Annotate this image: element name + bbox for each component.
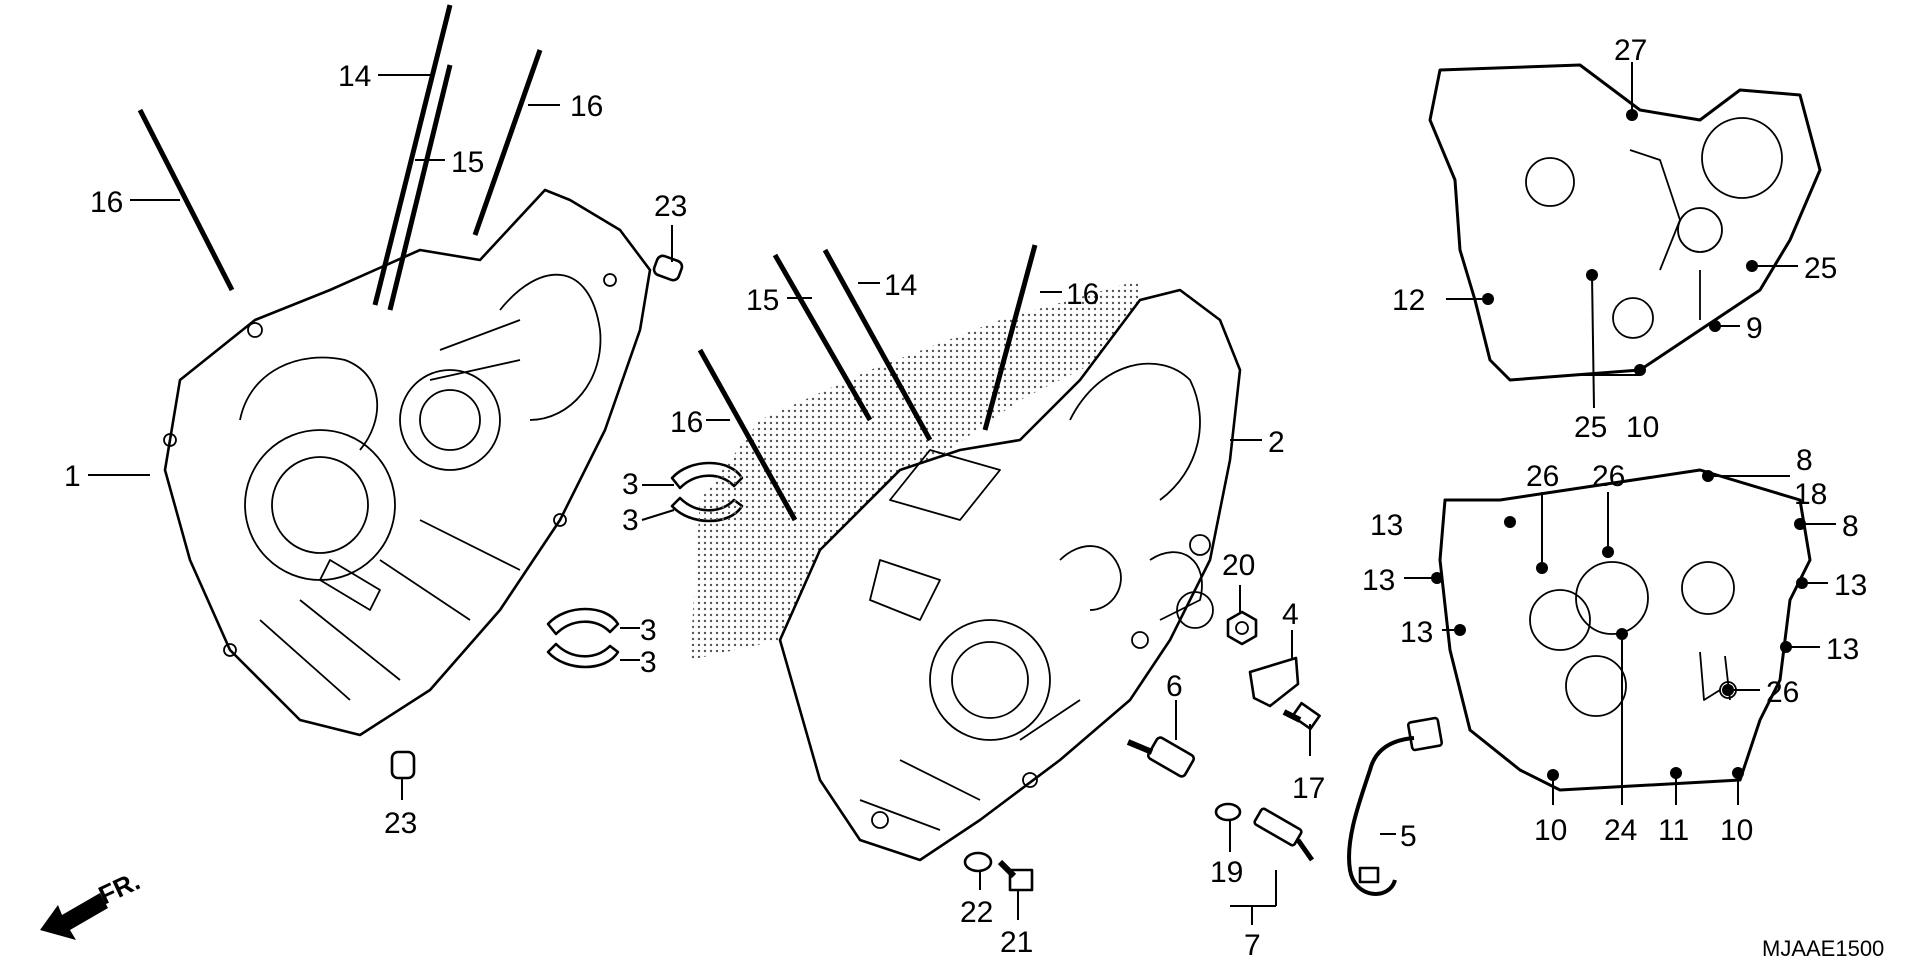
callout-16c: 16 — [1066, 278, 1099, 311]
left-crankcase — [163, 188, 652, 737]
callout-25b: 25 — [1574, 411, 1607, 444]
right-studs — [697, 244, 1038, 522]
callout-3b: 3 — [622, 504, 639, 537]
callout-6: 6 — [1166, 670, 1183, 703]
callout-16d: 16 — [670, 406, 703, 439]
washer-22 — [963, 851, 993, 873]
callout-27: 27 — [1614, 34, 1647, 67]
callout-26c: 26 — [1766, 676, 1799, 709]
bearing-nut-20 — [1226, 610, 1258, 646]
front-direction-indicator: FR. — [40, 866, 145, 940]
bolt-17 — [1282, 701, 1321, 731]
callout-19: 19 — [1210, 856, 1243, 889]
leader-lines — [88, 62, 1836, 925]
callout-13d: 13 — [1400, 616, 1433, 649]
callout-20: 20 — [1222, 549, 1255, 582]
washer-19 — [1214, 802, 1242, 822]
callout-16a: 16 — [570, 90, 603, 123]
callout-8b: 8 — [1842, 510, 1859, 543]
callout-9: 9 — [1746, 312, 1763, 345]
callout-14a: 14 — [338, 60, 371, 93]
callout-8a: 8 — [1796, 444, 1813, 477]
callout-23a: 23 — [654, 190, 687, 223]
callout-13e: 13 — [1826, 633, 1859, 666]
callout-12: 12 — [1392, 284, 1425, 317]
callout-3c: 3 — [640, 614, 657, 647]
right-crankcase — [690, 280, 1242, 862]
callout-5: 5 — [1400, 820, 1417, 853]
callout-labels: 14 15 16 16 1 23 23 3 3 3 3 14 15 16 16 … — [64, 34, 1867, 960]
gasket-bolt-dots — [1431, 109, 1808, 781]
callout-13a: 13 — [1370, 509, 1403, 542]
callout-14b: 14 — [884, 269, 917, 302]
bearing-shells-lower — [546, 607, 620, 669]
callout-25a: 25 — [1804, 252, 1837, 285]
callout-10c: 10 — [1720, 814, 1753, 847]
front-arrow-icon — [40, 893, 108, 940]
bracket-4 — [1248, 656, 1300, 708]
callout-7: 7 — [1244, 929, 1261, 960]
callout-23b: 23 — [384, 807, 417, 840]
callout-15a: 15 — [451, 146, 484, 179]
callout-3d: 3 — [640, 646, 657, 679]
upper-gasket — [1428, 63, 1822, 382]
lower-gasket — [1438, 468, 1812, 792]
callout-13c: 13 — [1834, 569, 1867, 602]
dowel-pin-upper — [652, 254, 684, 282]
callout-11: 11 — [1658, 814, 1689, 847]
callout-15b: 15 — [746, 284, 779, 317]
callout-2: 2 — [1268, 426, 1285, 459]
callout-4: 4 — [1282, 598, 1299, 631]
callout-16b: 16 — [90, 186, 123, 219]
callout-3a: 3 — [622, 468, 639, 501]
bolt-21 — [997, 859, 1034, 892]
callout-1: 1 — [64, 460, 81, 493]
left-studs — [137, 4, 543, 311]
dowel-pin-lower — [390, 750, 416, 780]
harness-5 — [1347, 716, 1444, 896]
callout-26a: 26 — [1526, 460, 1559, 493]
callout-10a: 10 — [1626, 411, 1659, 444]
callout-10b: 10 — [1534, 814, 1567, 847]
callout-26b: 26 — [1592, 460, 1625, 493]
callout-22: 22 — [960, 896, 993, 929]
callout-24: 24 — [1604, 814, 1637, 847]
drawing-code: MJAAE1500 — [1762, 936, 1884, 960]
sensor-plug-7 — [1253, 807, 1315, 862]
sensor-6 — [1126, 736, 1196, 778]
callout-17: 17 — [1292, 772, 1325, 805]
callout-13b: 13 — [1362, 564, 1395, 597]
callout-21: 21 — [1000, 926, 1033, 959]
callout-18: 18 — [1794, 478, 1827, 511]
